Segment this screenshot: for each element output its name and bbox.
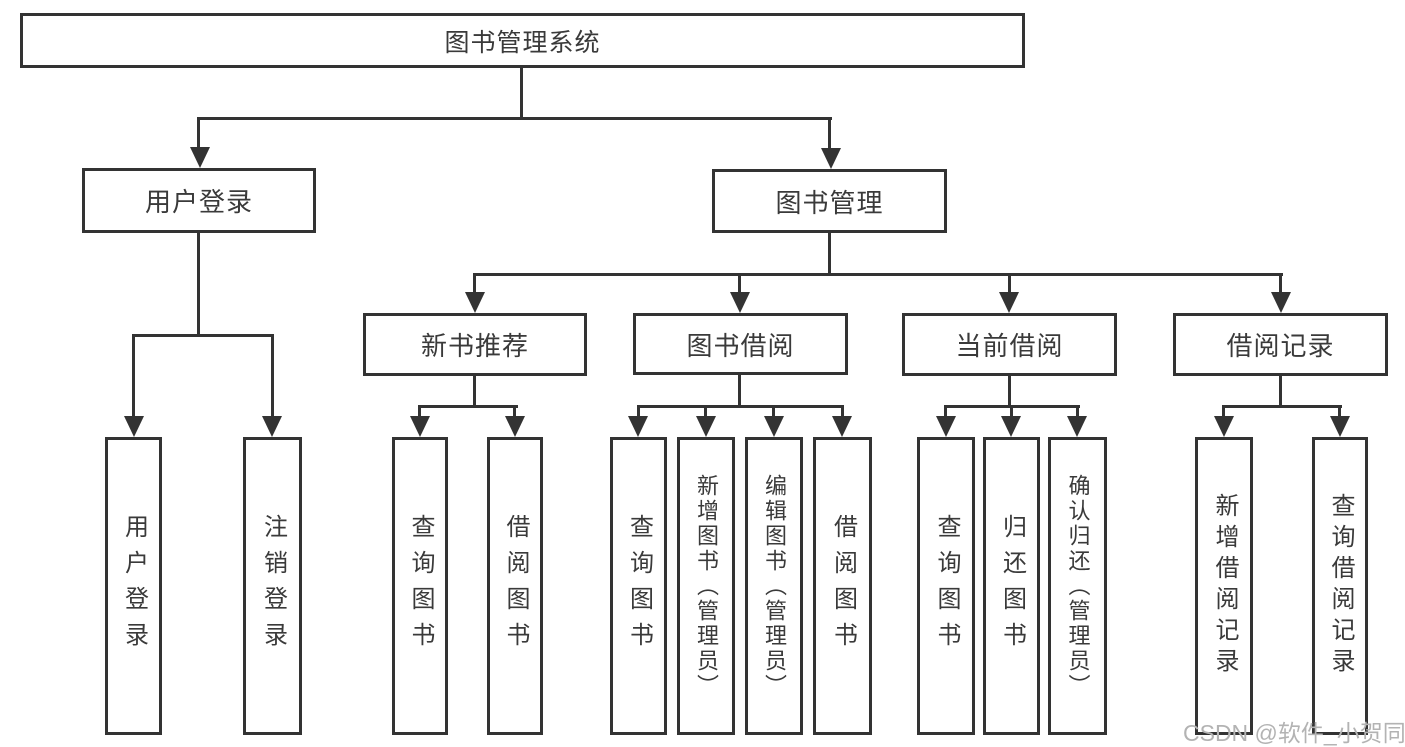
connector-line bbox=[473, 273, 476, 294]
connector-line bbox=[944, 405, 947, 418]
connector-line bbox=[1222, 405, 1225, 418]
connector-line bbox=[520, 68, 523, 120]
leaf-add-borrow-record: 新增借阅记录 bbox=[1195, 437, 1253, 735]
connector-line bbox=[828, 233, 831, 275]
connector-line bbox=[473, 273, 1283, 276]
node-label: 借阅记录 bbox=[1226, 331, 1335, 361]
connector-line bbox=[738, 375, 741, 407]
node-label: 查询图书 bbox=[625, 514, 653, 658]
node-library-system: 图书管理系统 bbox=[20, 13, 1025, 68]
connector-line bbox=[1279, 376, 1282, 407]
leaf-confirm-return-admin: 确认归还（管理员） bbox=[1048, 437, 1107, 735]
node-borrow-records: 借阅记录 bbox=[1173, 313, 1388, 376]
leaf-add-books-admin: 新增图书（管理员） bbox=[677, 437, 735, 735]
arrowhead bbox=[764, 416, 784, 437]
node-label: 编辑图书（管理员） bbox=[762, 473, 787, 699]
arrowhead bbox=[1330, 416, 1350, 437]
node-current-borrow: 当前借阅 bbox=[902, 313, 1117, 376]
connector-line bbox=[1008, 273, 1011, 294]
leaf-query-books-current: 查询图书 bbox=[917, 437, 975, 735]
watermark: CSDN @软件_小贺同学 bbox=[1183, 720, 1405, 746]
node-label: 借阅图书 bbox=[502, 514, 529, 658]
leaf-query-books-borrow: 查询图书 bbox=[610, 437, 667, 735]
leaf-query-borrow-record: 查询借阅记录 bbox=[1312, 437, 1368, 735]
arrowhead bbox=[821, 148, 841, 169]
connector-line bbox=[197, 233, 200, 336]
node-label: 归还图书 bbox=[998, 514, 1026, 658]
node-book-borrow: 图书借阅 bbox=[633, 313, 848, 375]
connector-line bbox=[513, 405, 516, 418]
connector-line bbox=[1222, 405, 1342, 408]
node-label: 新增借阅记录 bbox=[1211, 493, 1238, 679]
arrowhead bbox=[1271, 292, 1291, 313]
leaf-borrow-books: 借阅图书 bbox=[813, 437, 872, 735]
node-label: 图书管理系统 bbox=[444, 28, 601, 57]
connector-line bbox=[132, 334, 135, 416]
arrowhead bbox=[410, 416, 430, 437]
node-label: 用户登录 bbox=[144, 187, 253, 217]
connector-line bbox=[197, 117, 200, 149]
node-new-book-recommend: 新书推荐 bbox=[363, 313, 587, 376]
node-label: 借阅图书 bbox=[829, 514, 857, 658]
node-book-management: 图书管理 bbox=[712, 169, 947, 233]
leaf-borrow-books-recommend: 借阅图书 bbox=[487, 437, 543, 735]
node-label: 查询图书 bbox=[933, 514, 960, 658]
connector-line bbox=[1338, 405, 1341, 418]
node-user-login: 用户登录 bbox=[82, 168, 316, 233]
arrowhead bbox=[262, 416, 282, 437]
arrowhead bbox=[832, 416, 852, 437]
node-label: 图书借阅 bbox=[686, 330, 795, 361]
arrowhead bbox=[730, 292, 750, 313]
node-label: 用户登录 bbox=[120, 514, 148, 658]
node-label: 图书管理 bbox=[775, 187, 884, 218]
connector-line bbox=[132, 334, 274, 337]
connector-line bbox=[1008, 376, 1011, 407]
node-label: 当前借阅 bbox=[955, 331, 1064, 361]
node-label: 查询借阅记录 bbox=[1327, 493, 1354, 679]
leaf-user-login: 用户登录 bbox=[105, 437, 162, 735]
arrowhead bbox=[696, 416, 716, 437]
connector-line bbox=[271, 334, 274, 416]
connector-line bbox=[473, 376, 476, 407]
connector-line bbox=[418, 405, 421, 418]
connector-line bbox=[1010, 405, 1013, 418]
connector-line bbox=[704, 405, 707, 418]
node-label: 确认归还（管理员） bbox=[1065, 473, 1091, 699]
connector-line bbox=[738, 273, 741, 294]
arrowhead bbox=[505, 416, 525, 437]
node-label: 查询图书 bbox=[407, 514, 434, 658]
connector-line bbox=[418, 405, 518, 408]
connector-line bbox=[197, 117, 832, 120]
arrowhead bbox=[628, 416, 648, 437]
connector-line bbox=[772, 405, 775, 418]
node-label: 注销登录 bbox=[259, 514, 287, 658]
connector-line bbox=[1279, 273, 1282, 294]
connector-line bbox=[1076, 405, 1079, 418]
arrowhead bbox=[465, 292, 485, 313]
arrowhead bbox=[1067, 416, 1087, 437]
node-label: 新书推荐 bbox=[420, 331, 529, 361]
leaf-query-books-recommend: 查询图书 bbox=[392, 437, 448, 735]
connector-line bbox=[828, 117, 831, 149]
arrowhead bbox=[1001, 416, 1021, 437]
connector-line bbox=[841, 405, 844, 418]
leaf-edit-books-admin: 编辑图书（管理员） bbox=[745, 437, 803, 735]
leaf-logout: 注销登录 bbox=[243, 437, 302, 735]
leaf-return-books: 归还图书 bbox=[983, 437, 1040, 735]
connector-line bbox=[637, 405, 640, 418]
arrowhead bbox=[999, 292, 1019, 313]
arrowhead bbox=[124, 416, 144, 437]
node-label: 新增图书（管理员） bbox=[694, 473, 719, 699]
arrowhead bbox=[190, 147, 210, 168]
connector-line bbox=[637, 405, 844, 408]
arrowhead bbox=[1214, 416, 1234, 437]
arrowhead bbox=[936, 416, 956, 437]
